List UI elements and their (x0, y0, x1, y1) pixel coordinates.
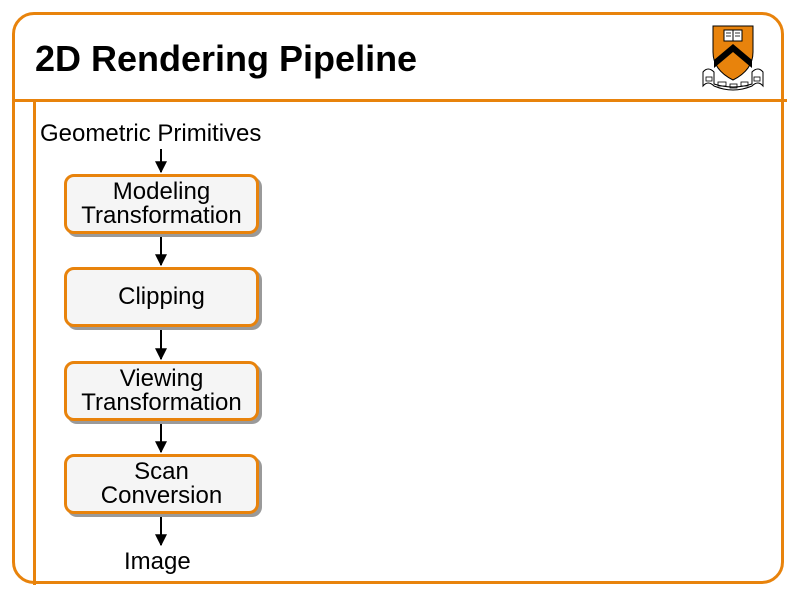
princeton-shield-icon (702, 25, 764, 91)
motto-ribbon (702, 68, 764, 91)
stage-box-modeling-transformation: Modeling Transformation (64, 174, 259, 234)
stage-label: Viewing Transformation (81, 365, 242, 416)
shield-body (712, 25, 754, 81)
slide-title: 2D Rendering Pipeline (35, 38, 418, 79)
stage-label: Modeling Transformation (81, 178, 242, 229)
stage-box-clipping: Clipping (64, 267, 259, 327)
input-label: Geometric Primitives (40, 120, 262, 147)
left-margin-divider (33, 101, 36, 585)
stage-label: Scan Conversion (100, 458, 223, 509)
stage-label: Clipping (118, 283, 205, 310)
title-divider (12, 99, 787, 102)
stage-box-scan-conversion: Scan Conversion (64, 454, 259, 514)
stage-box-viewing-transformation: Viewing Transformation (64, 361, 259, 421)
output-label: Image (124, 548, 191, 575)
shield-chevron (714, 44, 752, 68)
